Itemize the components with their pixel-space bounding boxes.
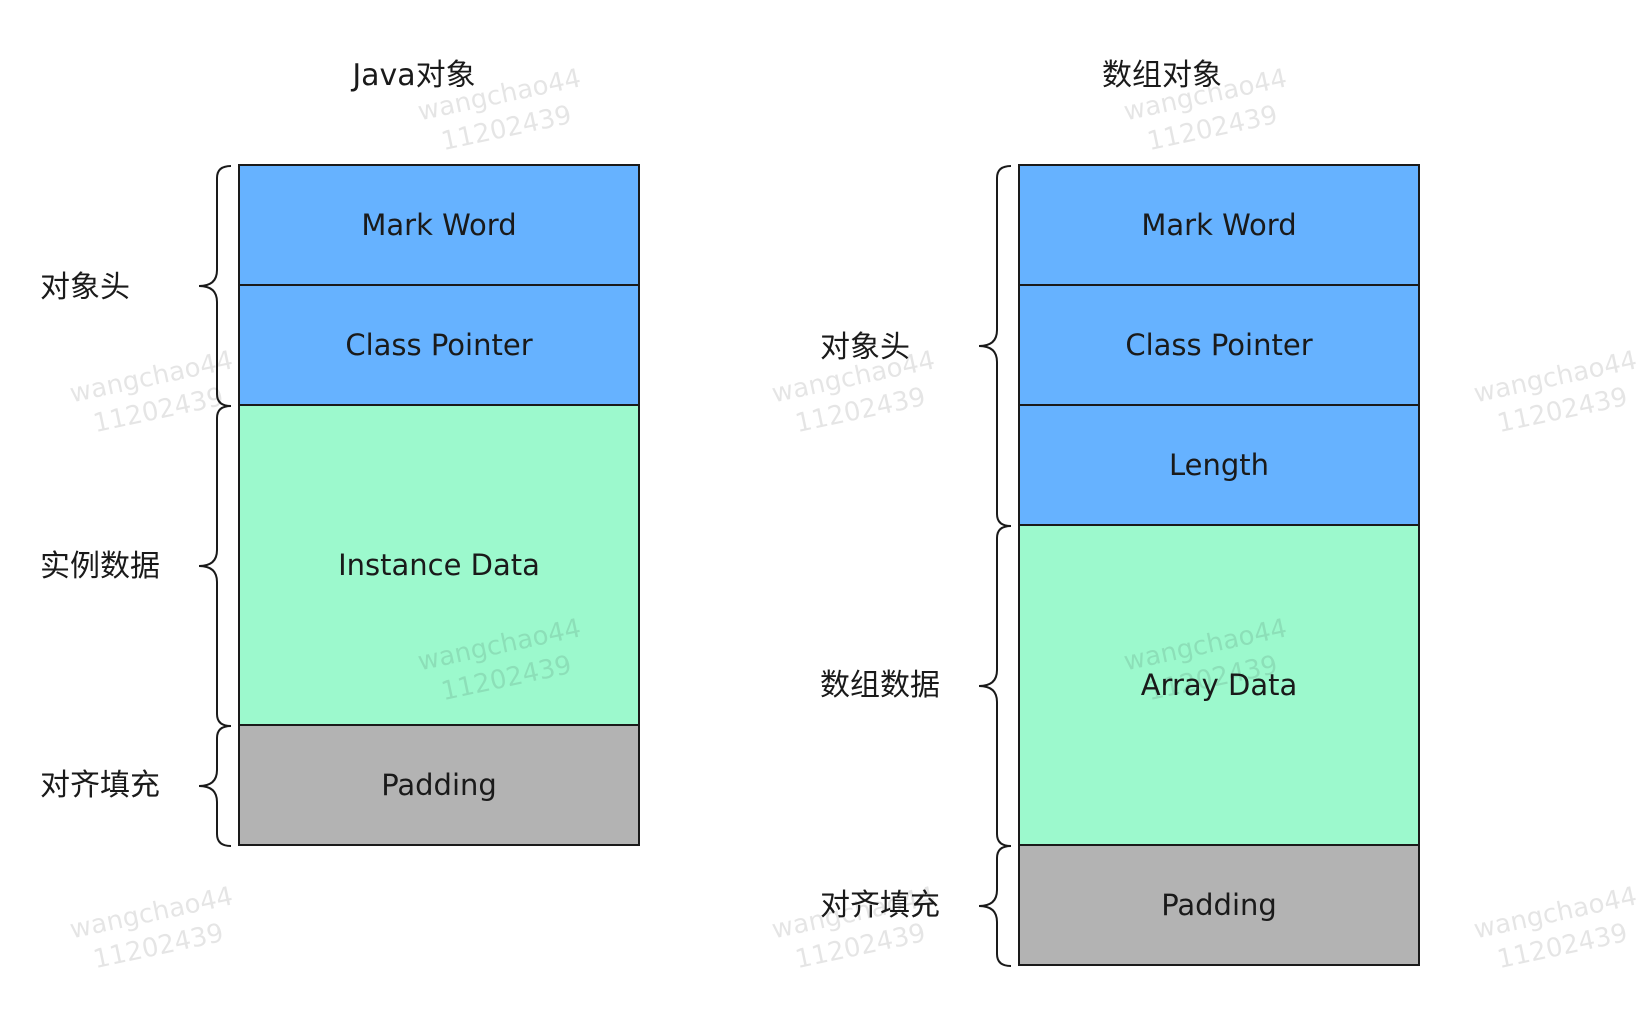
java-header-brace [198, 165, 232, 407]
array-data-brace [978, 525, 1012, 847]
java-padding-label: 对齐填充 [40, 768, 160, 803]
java-object-title: Java对象 [352, 58, 476, 93]
array-object-title: 数组对象 [1102, 58, 1222, 93]
watermark-line-2: 11202439 [1144, 100, 1281, 158]
java-instance-brace [198, 405, 232, 727]
java-instance-label: 实例数据 [40, 549, 160, 584]
watermark: wangchao44 11202439 [67, 879, 243, 980]
watermark-line-1: wangchao44 [1471, 881, 1640, 946]
java-header-label: 对象头 [40, 270, 130, 305]
watermark: wangchao44 11202439 [1471, 343, 1642, 444]
java-padding-block: Padding [238, 724, 640, 846]
java-instance-data-block: Instance Data [238, 404, 640, 726]
array-mark-word-block: Mark Word [1018, 164, 1420, 286]
array-header-brace [978, 165, 1012, 527]
array-padding-brace [978, 845, 1012, 967]
watermark-line-2: 11202439 [792, 382, 929, 440]
array-data-label: 数组数据 [820, 668, 940, 703]
watermark-line-2: 11202439 [90, 918, 227, 976]
array-class-pointer-block: Class Pointer [1018, 284, 1420, 406]
watermark-line-1: wangchao44 [1471, 345, 1640, 410]
java-class-pointer-block: Class Pointer [238, 284, 640, 406]
array-header-label: 对象头 [820, 330, 910, 365]
array-padding-label: 对齐填充 [820, 888, 940, 923]
array-padding-block: Padding [1018, 844, 1420, 966]
watermark-line-2: 11202439 [1494, 918, 1631, 976]
watermark: wangchao44 11202439 [1471, 879, 1642, 980]
watermark-line-1: wangchao44 [67, 881, 236, 946]
array-length-block: Length [1018, 404, 1420, 526]
array-data-block: Array Data [1018, 524, 1420, 846]
watermark-line-2: 11202439 [1494, 382, 1631, 440]
java-padding-brace [198, 725, 232, 847]
watermark-line-2: 11202439 [438, 100, 575, 158]
java-mark-word-block: Mark Word [238, 164, 640, 286]
